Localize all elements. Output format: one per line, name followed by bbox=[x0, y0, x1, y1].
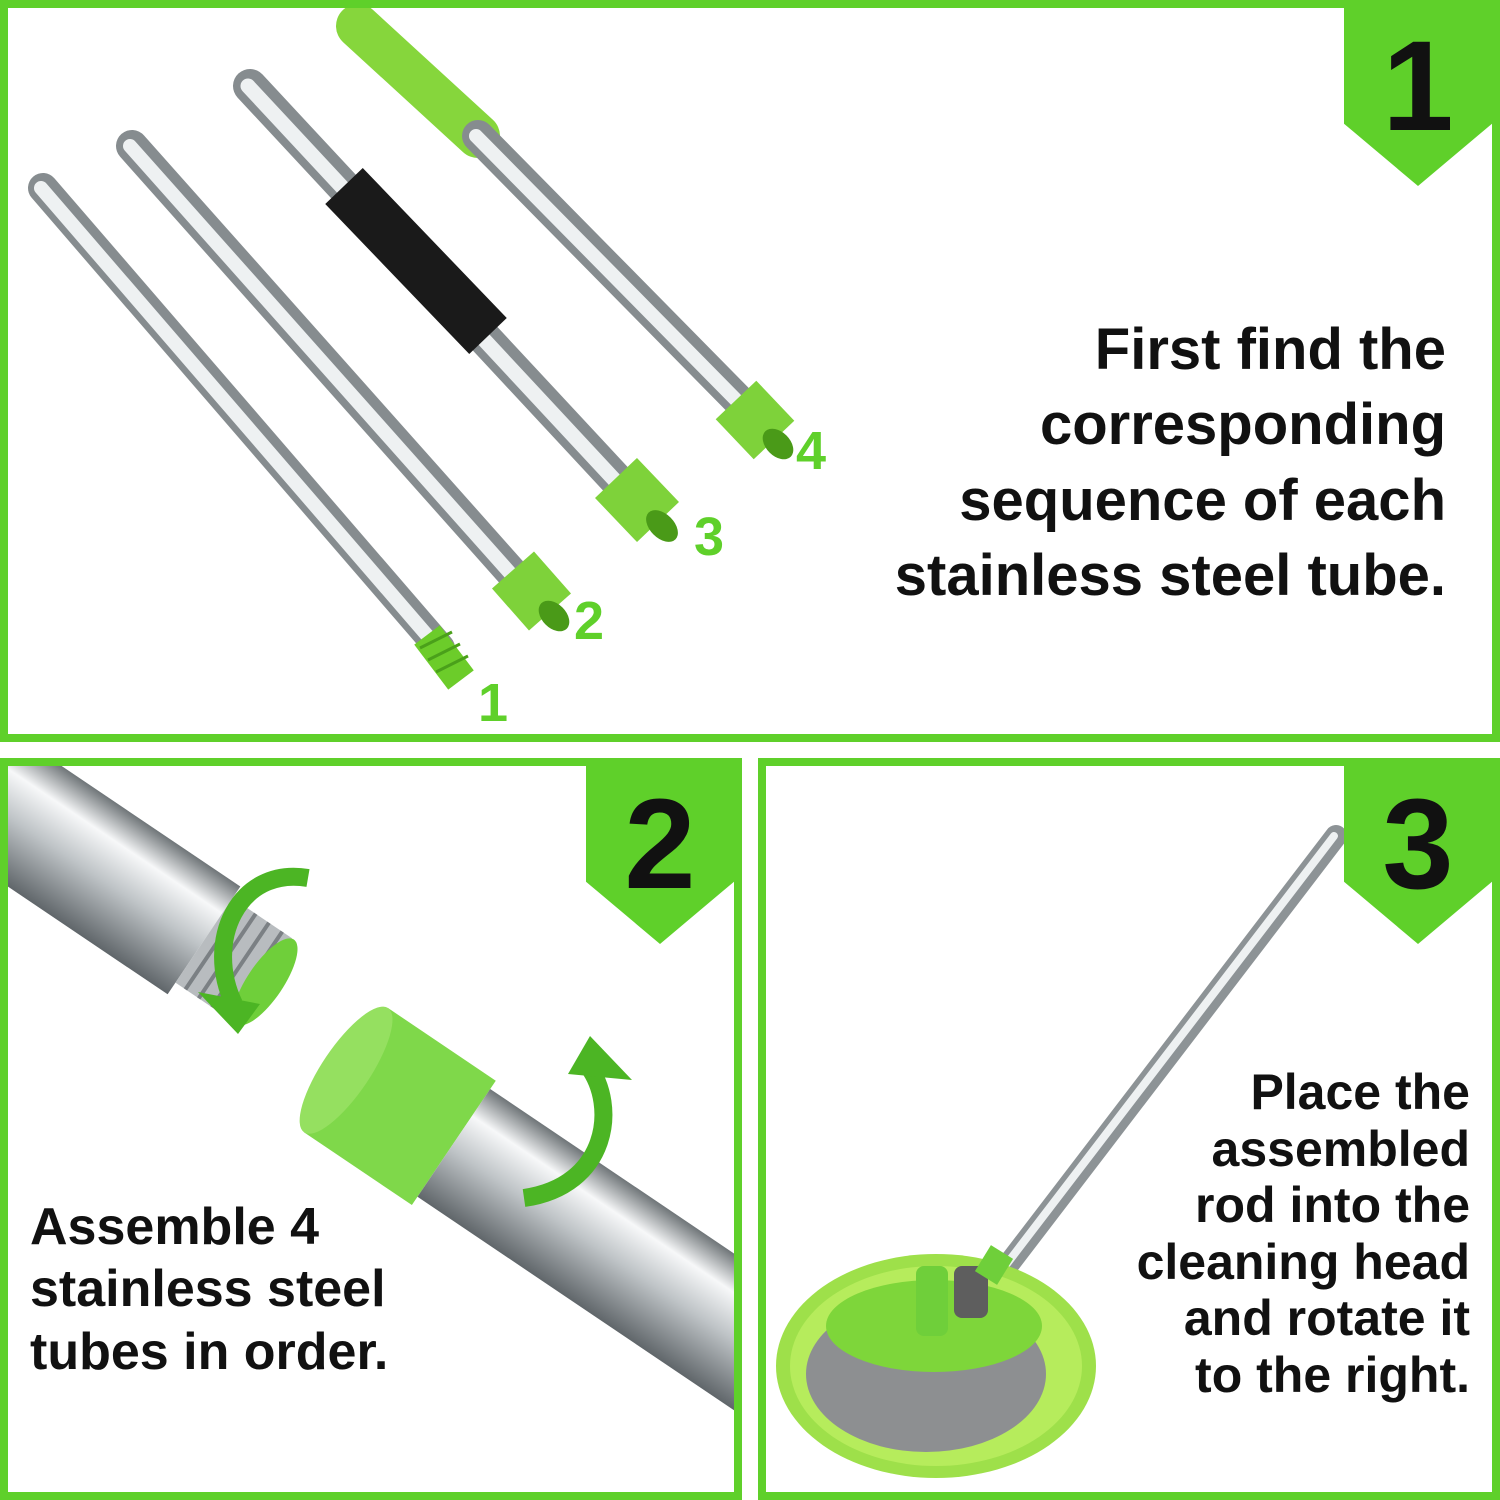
step-3-line: to the right. bbox=[1195, 1346, 1470, 1403]
step-1-line: corresponding bbox=[1039, 392, 1446, 458]
step-3-line: cleaning head bbox=[1136, 1233, 1470, 1290]
tube-label-2: 2 bbox=[574, 591, 605, 651]
step-3-line: and rotate it bbox=[1183, 1290, 1470, 1346]
tube-label-1: 1 bbox=[478, 673, 509, 733]
step-number: 3 bbox=[1382, 773, 1454, 916]
upper-tube bbox=[8, 766, 298, 1026]
tube-connection-illustration bbox=[8, 766, 734, 1421]
step-3-line: Place the bbox=[1250, 1064, 1470, 1120]
cleaning-head bbox=[776, 1245, 1096, 1478]
step-1-line: First find the bbox=[1094, 317, 1446, 382]
step-1-line: sequence of each bbox=[959, 467, 1446, 533]
tube-4 bbox=[336, 8, 795, 460]
step-3-line: rod into the bbox=[1195, 1177, 1470, 1233]
step-3-line: assembled bbox=[1211, 1120, 1470, 1177]
step-1-line: stainless steel tube. bbox=[894, 543, 1446, 609]
step-1-instruction: First find the corresponding sequence of… bbox=[895, 312, 1446, 614]
tube-3 bbox=[233, 69, 679, 543]
tube-set-illustration bbox=[28, 8, 795, 690]
tube-1 bbox=[28, 173, 474, 690]
step-2-line: tubes in order. bbox=[30, 1322, 389, 1381]
step-2-line: stainless steel bbox=[30, 1260, 386, 1319]
step-1-panel: 1 2 3 4 First find the corresponding seq… bbox=[0, 0, 1500, 742]
tube-label-4: 4 bbox=[796, 421, 827, 481]
step-number: 2 bbox=[624, 773, 696, 916]
step-2-line: Assemble 4 bbox=[30, 1198, 320, 1256]
tube-2 bbox=[116, 130, 572, 632]
rotate-arrow-icon bbox=[522, 1036, 632, 1207]
step-2-panel: Assemble 4 stainless steel tubes in orde… bbox=[0, 758, 742, 1500]
step-number: 1 bbox=[1382, 15, 1454, 158]
step-3-instruction: Place the assembled rod into the cleanin… bbox=[1137, 1064, 1470, 1403]
tube-label-3: 3 bbox=[694, 507, 725, 567]
assembled-rod bbox=[987, 825, 1347, 1289]
step-2-instruction: Assemble 4 stainless steel tubes in orde… bbox=[30, 1196, 388, 1383]
rotate-arrow-icon bbox=[198, 867, 310, 1034]
lower-tube bbox=[299, 1006, 734, 1421]
cleaning-head-illustration bbox=[776, 825, 1347, 1478]
step-3-panel: Place the assembled rod into the cleanin… bbox=[758, 758, 1500, 1500]
